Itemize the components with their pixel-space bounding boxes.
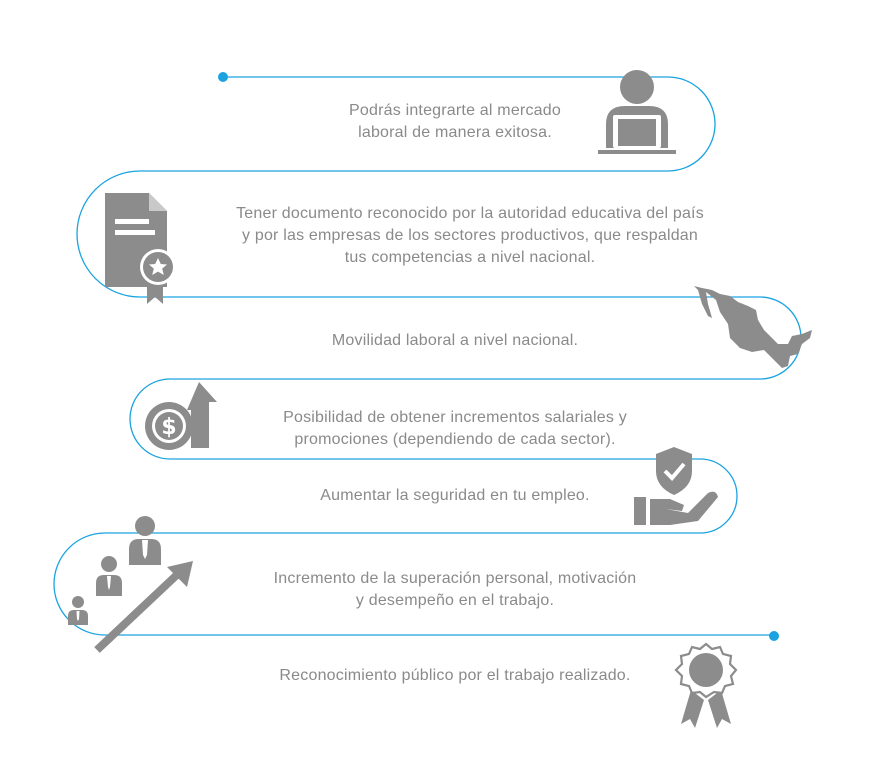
benefit-4-line-1: Posibilidad de obtener incrementos salar… (283, 409, 627, 426)
growth-people-icon (68, 516, 193, 653)
benefit-5-line-1: Aumentar la seguridad en tu empleo. (320, 487, 590, 504)
benefit-4-line-2: promociones (dependiendo de cada sector)… (294, 431, 616, 448)
benefit-1: Podrás integrarte al mercado laboral de … (300, 100, 610, 144)
award-ribbon-icon (674, 642, 738, 728)
benefit-2: Tener documento reconocido por la autori… (180, 203, 760, 269)
mexico-map-icon (694, 286, 812, 368)
end-dot (769, 631, 779, 641)
benefit-3-line-1: Movilidad laboral a nivel nacional. (331, 332, 579, 349)
benefit-7-line-1: Reconocimiento público por el trabajo re… (279, 667, 631, 684)
benefit-5: Aumentar la seguridad en tu empleo. (270, 485, 640, 507)
benefit-1-line-1: Podrás integrarte al mercado (349, 102, 561, 119)
benefit-3: Movilidad laboral a nivel nacional. (270, 330, 640, 352)
shield-hand-icon (634, 447, 718, 525)
benefit-2-line-3: tus competencias a nivel nacional. (344, 249, 596, 266)
benefit-6: Incremento de la superación personal, mo… (210, 568, 700, 612)
person-medium-icon (96, 556, 122, 596)
benefit-6-line-1: Incremento de la superación personal, mo… (273, 570, 637, 587)
benefit-4: Posibilidad de obtener incrementos salar… (230, 407, 680, 451)
benefit-7: Reconocimiento público por el trabajo re… (220, 665, 690, 687)
benefit-2-line-1: Tener documento reconocido por la autori… (236, 205, 704, 222)
connector-line (53, 76, 802, 636)
benefit-6-line-2: y desempeño en el trabajo. (355, 592, 555, 609)
certificate-document-icon (105, 193, 176, 304)
person-at-laptop-icon (598, 70, 676, 154)
svg-text:$: $ (161, 415, 176, 440)
benefit-2-line-2: y por las empresas de los sectores produ… (242, 227, 698, 244)
benefit-1-line-2: laboral de manera exitosa. (358, 124, 552, 141)
salary-increase-icon: $ (145, 382, 217, 450)
person-small-icon (68, 596, 88, 625)
person-large-icon (129, 516, 161, 565)
start-dot (218, 72, 228, 82)
